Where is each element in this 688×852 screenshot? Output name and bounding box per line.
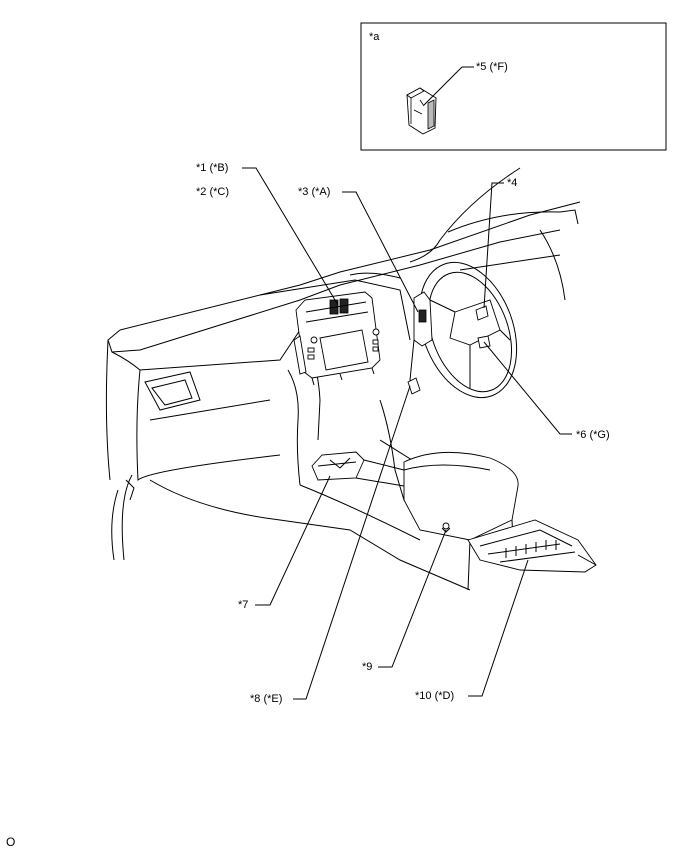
leader-5 xyxy=(423,66,463,106)
label-4: *4 xyxy=(507,177,518,189)
leader-9 xyxy=(378,529,447,668)
label-8: *8 (*E) xyxy=(250,693,283,705)
label-7: *7 xyxy=(238,599,249,611)
rear-module-part xyxy=(467,519,597,573)
label-9: *9 xyxy=(362,661,373,673)
label-1: *1 (*B) xyxy=(196,162,229,174)
label-5: *5 (*F) xyxy=(476,61,508,73)
leader-1 xyxy=(242,167,339,306)
center-stack xyxy=(293,291,381,386)
label-6: *6 (*G) xyxy=(576,429,610,441)
leader-6 xyxy=(483,341,572,435)
label-2: *2 (*C) xyxy=(196,186,230,198)
label-3: *3 (*A) xyxy=(298,186,331,198)
label-10: *10 (*D) xyxy=(415,690,455,702)
center-console xyxy=(311,451,519,591)
inset-module-part xyxy=(406,87,437,135)
leader-10 xyxy=(468,559,529,697)
leader-4 xyxy=(483,182,504,309)
leader-7 xyxy=(255,475,331,606)
inset-label: *a xyxy=(369,31,380,43)
leader-lines xyxy=(242,167,572,700)
leader-3 xyxy=(342,191,419,313)
steering-wheel xyxy=(407,261,518,399)
inset-box xyxy=(360,22,667,151)
dashboard xyxy=(105,167,581,591)
leader-8 xyxy=(293,385,411,700)
footer-code: O xyxy=(6,835,16,849)
